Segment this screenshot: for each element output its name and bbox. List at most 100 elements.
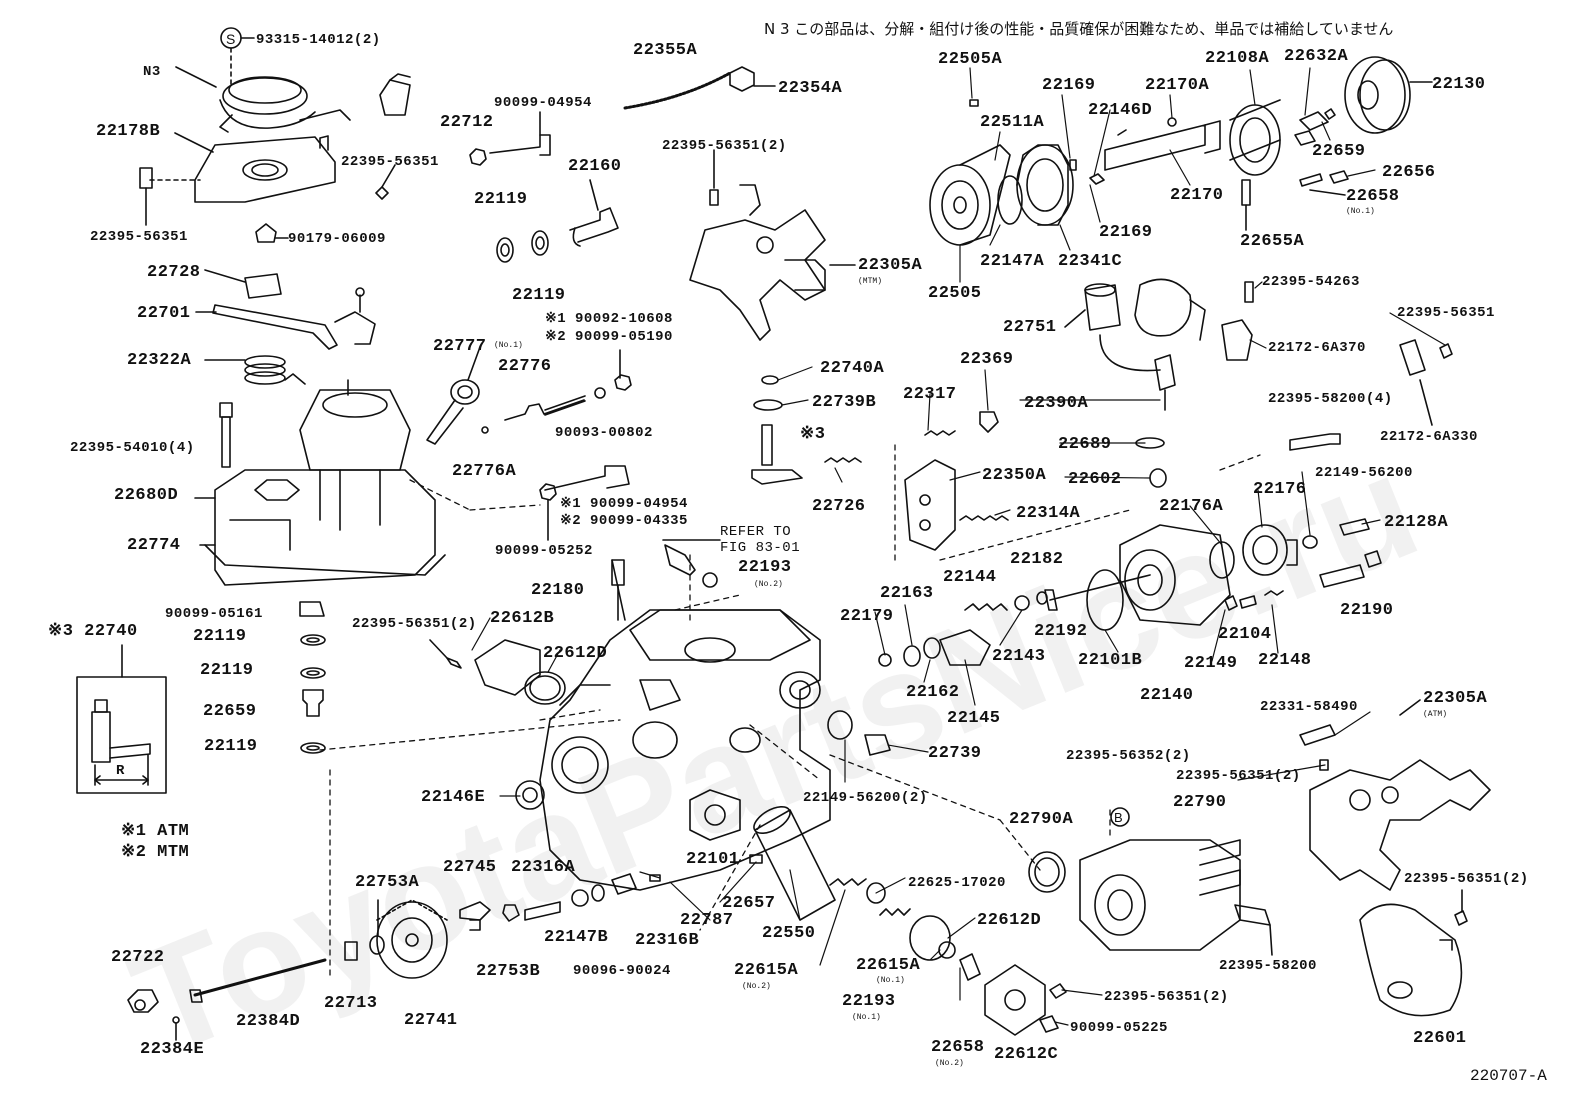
part-label: 22656 [1382, 163, 1436, 182]
part-label-note: (No.1) [852, 1013, 881, 1022]
sensor-refer-83-01 [662, 539, 721, 588]
part-label: 22145 [947, 709, 1001, 728]
part-label: 22149 [1184, 654, 1238, 673]
part-label: 22395-54010(4) [70, 440, 195, 456]
pump-housing-22101 [539, 559, 831, 891]
part-label: 22169 [1099, 223, 1153, 242]
part-label-note: (No.2) [754, 580, 783, 589]
governor-cover-22680d [194, 379, 436, 586]
part-label: N3 [143, 64, 161, 80]
plate-22612b [429, 639, 566, 705]
cable-22355a [623, 66, 776, 110]
part-label: 22143 [992, 647, 1046, 666]
part-label: 22659 [1312, 142, 1366, 161]
part-label: 22395-58200(4) [1268, 391, 1393, 407]
part-label: 22180 [531, 581, 585, 600]
part-label: 22511A [980, 113, 1045, 132]
part-label: 90093-00802 [555, 425, 653, 441]
part-label: ※3 [800, 425, 826, 444]
part-label: 22612B [490, 609, 555, 628]
part-label: 22657 [722, 894, 776, 913]
part-label: 22305A [1423, 689, 1488, 708]
part-label: 22170 [1170, 186, 1224, 205]
part-label: 22384E [140, 1040, 205, 1059]
part-label: ※1 90099-04954 [560, 496, 688, 512]
part-label: 22149-56200(2) [803, 790, 928, 806]
part-label: 22713 [324, 994, 378, 1013]
part-label: 22355A [633, 41, 698, 60]
rollers-22632a [1294, 108, 1336, 146]
part-label: 22712 [440, 113, 494, 132]
part-label-note: (MTM) [858, 277, 883, 286]
gear-22341c [997, 144, 1074, 226]
part-label: 22390A [1024, 394, 1089, 413]
part-label: 22395-56351 [1397, 305, 1495, 321]
figure-code: 220707-A [1470, 1067, 1547, 1085]
part-label: 22395-54263 [1262, 274, 1360, 290]
nut-90179 [255, 223, 277, 243]
part-label: 22149-56200 [1315, 465, 1413, 481]
part-label: 22632A [1284, 47, 1349, 66]
valve-22740a-22739b [751, 375, 803, 485]
linkage-22305a-atm [1299, 699, 1491, 891]
part-label: 22658 [931, 1038, 985, 1057]
part-label: 22395-56351(2) [352, 616, 477, 632]
part-label: 22722 [111, 948, 165, 967]
part-label: 22148 [1258, 651, 1312, 670]
shaft-22170 [1069, 117, 1221, 185]
regulator-22350a [824, 411, 1009, 551]
part-label: 22739 [928, 744, 982, 763]
bolt-22160 [569, 179, 619, 247]
part-label: 22753A [355, 873, 420, 892]
bolt-90099-04954 [469, 111, 551, 166]
gasket-22774 [204, 544, 446, 576]
part-label: 22395-58200 [1219, 958, 1317, 974]
part-label: 22119 [474, 190, 528, 209]
refer-line-1: REFER TO [720, 524, 792, 540]
part-label: 22176 [1253, 480, 1307, 499]
part-label: 22612D [977, 911, 1042, 930]
part-label: 22505A [938, 50, 1003, 69]
detail-box-title: ※3 22740 [48, 622, 138, 641]
part-label: 22331-58490 [1260, 699, 1358, 715]
part-label: 22505 [928, 284, 982, 303]
part-label: 22395-56351(2) [1176, 768, 1301, 784]
cover-22612c [909, 915, 1067, 1036]
part-label: 22192 [1034, 622, 1088, 641]
part-label: 22316B [635, 931, 700, 950]
part-label: 90099-05225 [1070, 1020, 1168, 1036]
spring-washers-22144-22163 [878, 591, 1048, 667]
springs-22615a [829, 878, 911, 916]
part-label: 22316A [511, 858, 576, 877]
part-label: 22612C [994, 1045, 1059, 1064]
part-label: 22170A [1145, 76, 1210, 95]
detail-box-22740 [76, 644, 167, 794]
part-label: 22740A [820, 359, 885, 378]
part-label: 22395-56352(2) [1066, 748, 1191, 764]
part-label: 22350A [982, 466, 1047, 485]
part-label: 22119 [193, 627, 247, 646]
part-label: 22658 [1346, 187, 1400, 206]
part-label: 22753B [476, 962, 541, 981]
part-label: 22176A [1159, 497, 1224, 516]
part-label: 22128A [1384, 513, 1449, 532]
part-label: 22140 [1140, 686, 1194, 705]
part-label: 22130 [1432, 75, 1486, 94]
parts-22745-22316a [459, 873, 661, 931]
part-label: 22172-6A330 [1380, 429, 1478, 445]
part-label: 22108A [1205, 49, 1270, 68]
part-label: 22384D [236, 1012, 301, 1031]
part-label: 90099-05161 [165, 606, 263, 622]
leader-lines [471, 67, 1446, 1026]
fittings-22176-22190 [1135, 433, 1382, 611]
n3-cover-assembly: S [175, 27, 411, 133]
part-label: 22395-56351 [90, 229, 188, 245]
part-label: 22178B [96, 122, 161, 141]
shaft-22776 [481, 349, 632, 434]
part-label-note: (No.1) [876, 976, 905, 985]
solenoid-22751 [1064, 278, 1206, 411]
part-label: 22625-17020 [908, 875, 1006, 891]
part-label: 22790 [1173, 793, 1227, 812]
refer-line-2: FIG 83-01 [720, 540, 801, 556]
legend-mtm: ※2 MTM [121, 843, 190, 862]
